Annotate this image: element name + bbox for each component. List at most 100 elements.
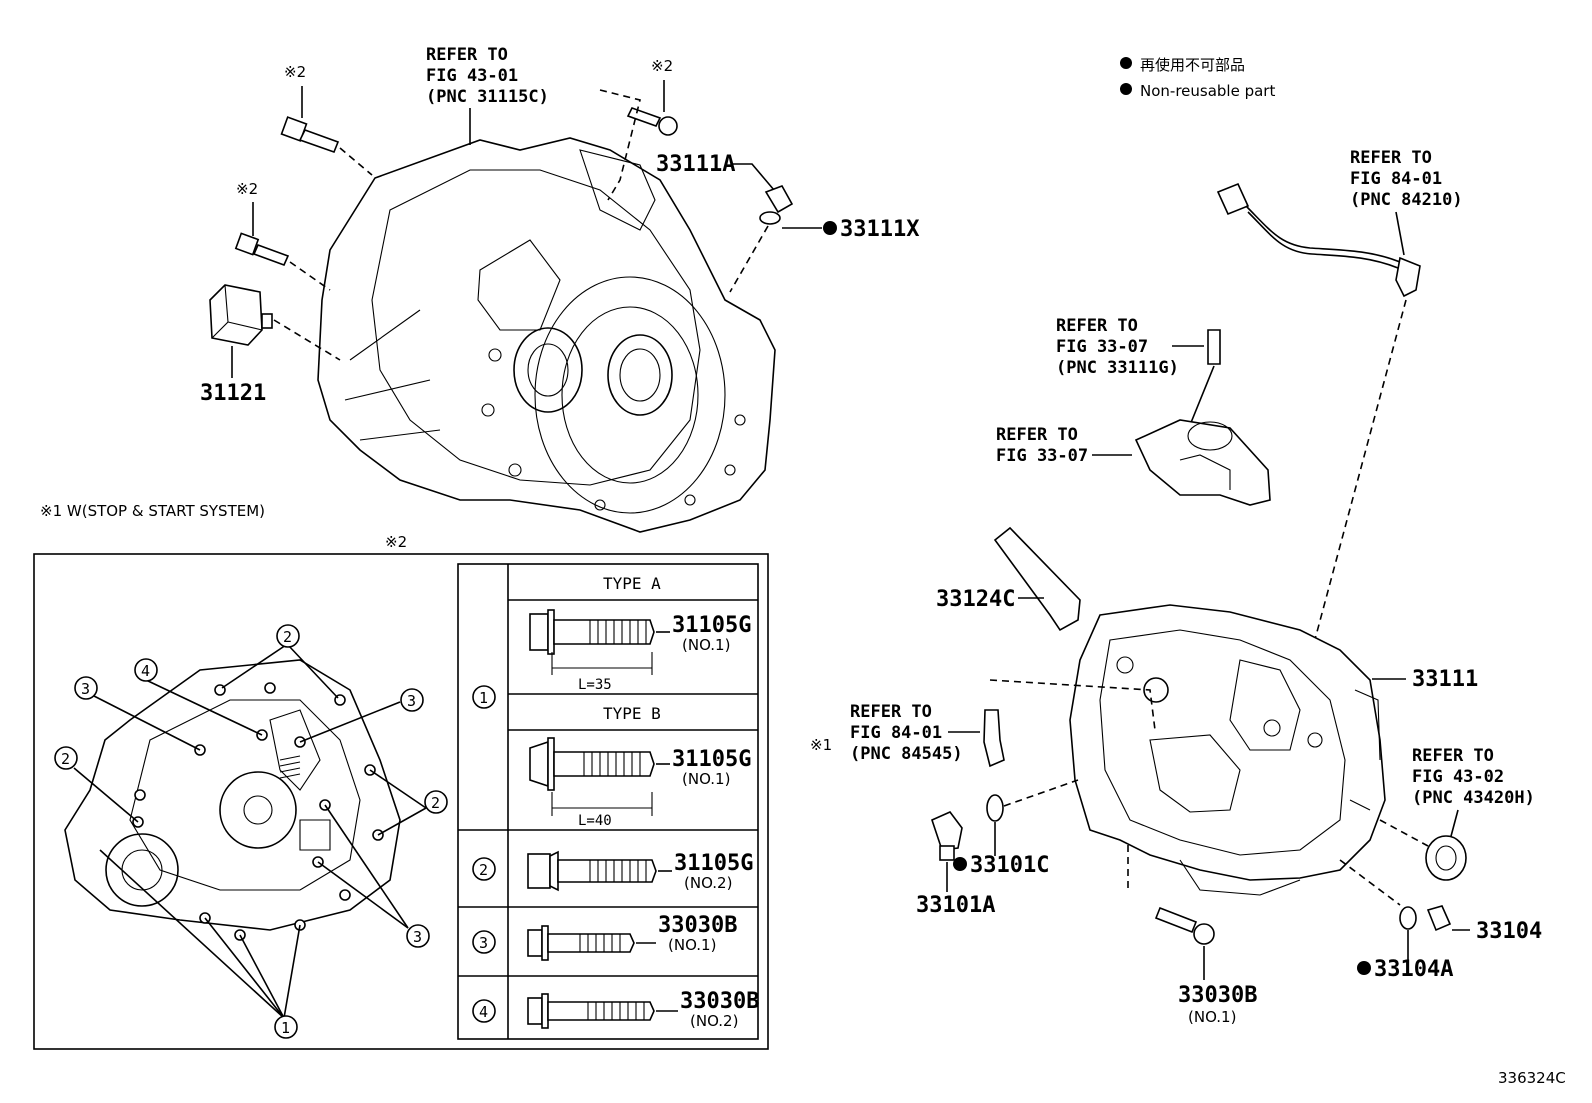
bolt-table: TYPE A TYPE B 1 2 3 4 L=35 31105G (NO.1) [457,563,759,1040]
part-label-33101A: 33101A [916,893,995,918]
callout-circles: 2 4 3 3 2 2 3 1 [54,624,448,1039]
callout-3: 3 [413,928,422,946]
mark2-label: ※2 [385,533,407,551]
part-31121: 31121 [200,284,341,406]
sub-label: (NO.1) [682,636,730,654]
part-label-33124C: 33124C [936,587,1015,612]
legend: 再使用不可部品 Non-reusable part [1120,56,1275,100]
bolt-group-top-left: ※2 ※2 ※2 [234,57,678,291]
legend-jp: 再使用不可部品 [1140,56,1245,74]
callout-2: 2 [61,750,70,768]
part-label-33030B: 33030B [1178,983,1257,1008]
ref-33-07-breather: REFER TO FIG 33-07 (PNC 33111G) [1056,316,1221,431]
filler-plug-group: 33101A 33101C [916,779,1079,918]
sub-label: (NO.1) [1188,1008,1236,1026]
drain-plug-lower-group: 33104 33104A [1339,859,1542,982]
length-label: L=40 [578,813,612,829]
callout-1: 1 [281,1019,290,1037]
gasket-icon [759,211,781,225]
callout-3: 3 [81,680,90,698]
sub-label: (NO.2) [690,1012,738,1030]
ref-text: REFER TO [996,425,1078,445]
part-33030B: 33030B (NO.1) [1127,845,1257,1026]
ref-text: REFER TO [850,702,932,722]
mark2-label: ※2 [284,63,306,81]
plug-icon [931,811,963,851]
part-label-33104A: 33104A [1374,957,1453,982]
sensor-icon [209,284,263,346]
mark1-label: ※1 [810,736,832,754]
part-label-33030B: 33030B [658,913,737,938]
filled-dot-icon [1120,83,1132,95]
ref-text: REFER TO [426,45,508,65]
mark2-label: ※2 [651,57,673,75]
part-33124C: 33124C [936,526,1081,632]
part-label-31121: 31121 [200,381,266,406]
sub-label: (NO.1) [682,770,730,788]
ref-text: FIG 43-01 [426,66,518,86]
bolt-icon [234,232,260,256]
bolt-icon [529,613,549,651]
ref-text: (PNC 43420H) [1412,788,1535,808]
part-label-33101C: 33101C [970,853,1049,878]
plug-icon [1426,905,1452,932]
filled-dot-icon [953,857,967,871]
sub-label: (NO.2) [684,874,732,892]
gasket-icon [986,794,1004,822]
clutch-housing-drawing [317,137,776,533]
ref-text: (PNC 84210) [1350,190,1463,210]
type-a-header: TYPE A [603,574,661,593]
connector-icon [1216,182,1250,216]
ref-43-01: REFER TO FIG 43-01 (PNC 31115C) [426,45,549,145]
part-label-31105G: 31105G [672,613,751,638]
ref-text: FIG 33-07 [1056,337,1148,357]
callout-2: 2 [283,628,292,646]
callout-2: 2 [431,794,440,812]
part-label-33111: 33111 [1412,667,1478,692]
sub-label: (NO.1) [668,936,716,954]
filled-dot-icon [823,221,837,235]
ref-text: FIG 43-02 [1412,767,1504,787]
part-label-33111X: 33111X [840,217,919,242]
ref-text: (PNC 31115C) [426,87,549,107]
mark2-label: ※2 [236,180,258,198]
ref-text: REFER TO [1056,316,1138,336]
row-num: 2 [479,861,488,879]
bolt-icon [527,853,551,889]
length-label: L=35 [578,677,612,693]
legend-en: Non-reusable part [1140,82,1275,100]
ref-text: FIG 33-07 [996,446,1088,466]
ref-text: FIG 84-01 [1350,169,1442,189]
gasket-icon [1399,906,1417,930]
bolt-location-box: 2 4 3 3 2 2 3 1 TYPE A TYPE B 1 2 3 4 [33,553,769,1050]
ref-84-01-harness: REFER TO FIG 84-01 (PNC 84210) [1216,148,1463,659]
ref-33-07-bracket: REFER TO FIG 33-07 [996,419,1271,506]
switch-icon [983,709,1005,768]
plug-icon [764,185,794,214]
breather-plug-icon [1207,329,1221,365]
ref-text: REFER TO [1412,746,1494,766]
ref-text: REFER TO [1350,148,1432,168]
row-num: 1 [479,689,488,707]
ref-84-01-switch: ※1 REFER TO FIG 84-01 (PNC 84545) [810,679,1156,768]
part-label-33104: 33104 [1476,919,1542,944]
filled-dot-icon [1357,961,1371,975]
part-label-31105G: 31105G [674,851,753,876]
ref-43-02-seal: REFER TO FIG 43-02 (PNC 43420H) [1379,746,1535,881]
drain-plug-group: 33111A 33111X [656,152,919,293]
row-num: 3 [479,934,488,952]
ref-text: (PNC 84545) [850,744,963,764]
bolt-icon [529,740,549,788]
oil-seal-icon [1425,835,1467,881]
part-label-31105G: 31105G [672,747,751,772]
bolt-icon [527,997,543,1025]
part-label-33111A: 33111A [656,152,735,177]
filled-dot-icon [1120,57,1132,69]
ref-text: FIG 84-01 [850,723,942,743]
shift-rod-icon [993,526,1081,632]
bolt-icon [527,929,543,957]
transmission-case-drawing: 33111 [1069,604,1478,896]
callout-3: 3 [407,692,416,710]
type-b-header: TYPE B [603,704,661,723]
